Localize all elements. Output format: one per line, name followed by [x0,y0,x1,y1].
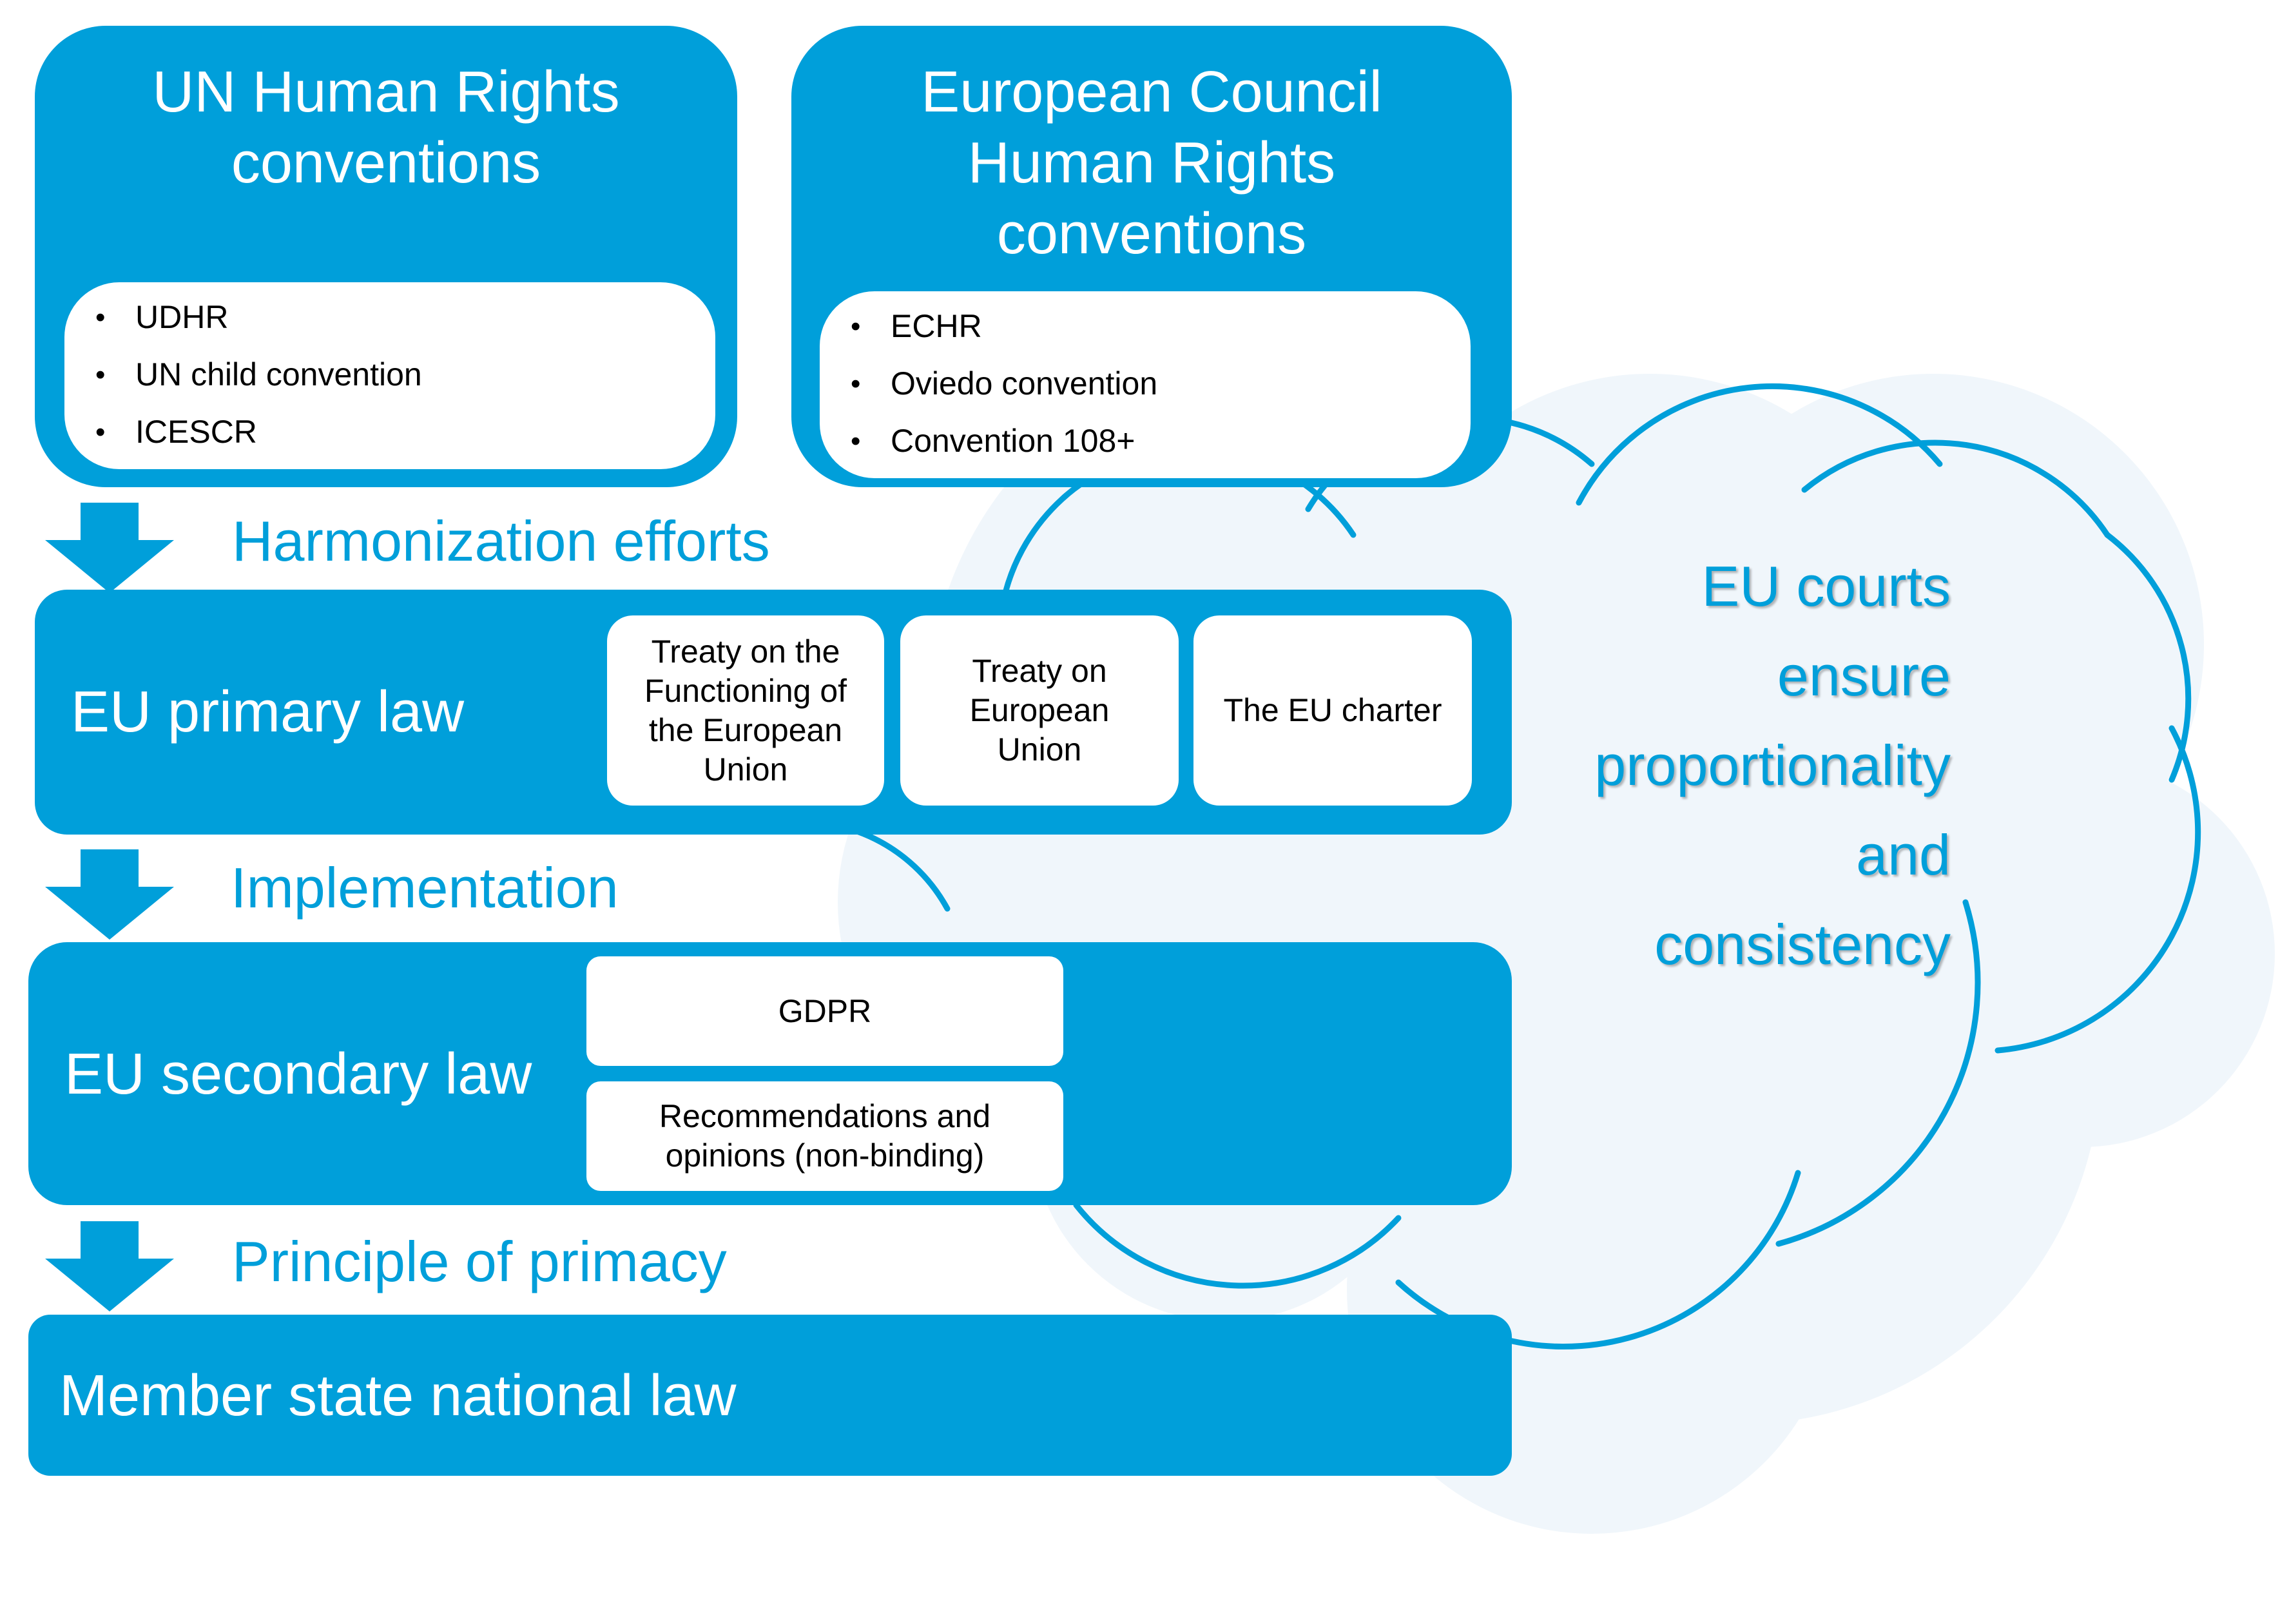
teu-card: Treaty on European Union [900,615,1179,806]
tfeu-card-text: Treaty on the Functioning of the Europea… [607,615,884,806]
un-conventions-list-box: UDHR UN child convention ICESCR [64,282,715,469]
eu-secondary-law-label: EU secondary law [64,1042,532,1107]
eu-charter-card-text: The EU charter [1193,615,1472,806]
tfeu-line4: Union [703,751,788,788]
list-item: ECHR [820,298,1157,355]
gdpr-card-text: GDPR [586,956,1063,1066]
recommendations-line2: opinions (non-binding) [665,1137,985,1174]
eu-charter-card: The EU charter [1193,615,1472,806]
list-item: UN child convention [64,346,422,403]
harmonization-efforts-label: Harmonization efforts [232,509,770,573]
cloud-caption: EU courts ensure proportionality and con… [1500,541,1951,989]
ec-title-line2: Human Rights [967,131,1336,195]
gdpr-line1: GDPR [778,992,872,1029]
recommendations-card: Recommendations and opinions (non-bindin… [586,1081,1063,1191]
down-arrow-icon [45,1221,174,1311]
ec-title-line1: European Council [921,60,1382,124]
implementation-label: Implementation [231,856,619,920]
eu-primary-law-panel: EU primary law Treaty on the Functioning… [35,590,1512,835]
cloud-line: consistency [1654,913,1951,976]
un-title-line1: UN Human Rights [152,60,620,124]
ec-conventions-list: ECHR Oviedo convention Convention 108+ [820,298,1157,470]
eu-primary-law-label: EU primary law [71,680,465,744]
cloud-line: EU courts [1701,554,1951,618]
tfeu-line2: Functioning of [644,672,847,709]
ec-title-line3: conventions [996,202,1307,266]
european-council-panel: European Council Human Rights convention… [791,26,1512,487]
down-arrow-icon [45,849,174,940]
principle-of-primacy-label: Principle of primacy [232,1230,727,1293]
un-conventions-panel: UN Human Rights conventions UDHR UN chil… [35,26,737,487]
un-conventions-list: UDHR UN child convention ICESCR [64,289,422,461]
recommendations-card-text: Recommendations and opinions (non-bindin… [586,1081,1063,1191]
eu-charter-line1: The EU charter [1223,692,1442,728]
member-state-national-law-label: Member state national law [59,1364,737,1428]
teu-line3: Union [997,731,1082,768]
cloud-line: proportionality [1594,733,1951,797]
tfeu-line3: the European [648,711,843,748]
cloud-line: ensure [1777,644,1951,708]
un-title-line2: conventions [231,131,541,195]
gdpr-card: GDPR [586,956,1063,1066]
list-item: ICESCR [64,403,422,461]
list-item: UDHR [64,289,422,346]
cloud-line: and [1856,823,1951,887]
ec-panel-title: European Council Human Rights convention… [791,57,1512,269]
un-panel-title: UN Human Rights conventions [35,57,737,198]
ec-conventions-list-box: ECHR Oviedo convention Convention 108+ [820,291,1471,478]
recommendations-line1: Recommendations and [659,1098,991,1134]
list-item: Convention 108+ [820,412,1157,470]
tfeu-card: Treaty on the Functioning of the Europea… [607,615,884,806]
member-state-national-law-panel: Member state national law [28,1315,1512,1476]
tfeu-line1: Treaty on the [651,633,840,670]
teu-card-text: Treaty on European Union [900,615,1179,806]
list-item: Oviedo convention [820,355,1157,412]
down-arrow-icon [45,503,174,593]
teu-line2: European [969,692,1110,728]
teu-line1: Treaty on [972,653,1107,689]
eu-secondary-law-panel: EU secondary law GDPR Recommendations an… [28,942,1512,1205]
